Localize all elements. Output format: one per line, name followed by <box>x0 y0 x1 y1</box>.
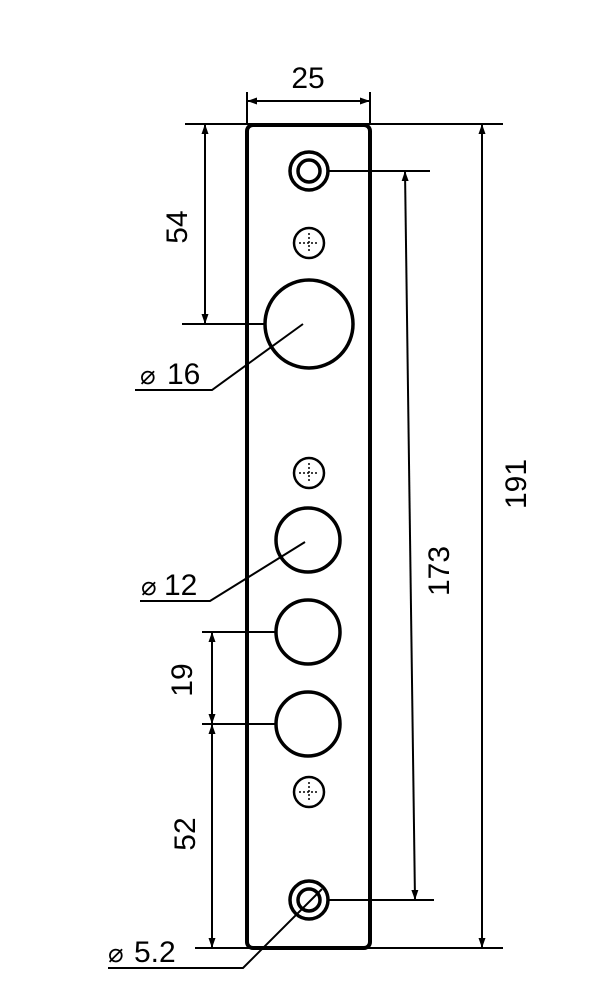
screw-marker-3 <box>292 775 326 809</box>
medium-hole-dia-label: 12 <box>164 569 197 602</box>
mounting-hole-dia-symbol: ⌀ <box>108 939 124 969</box>
medium-hole-leader <box>140 541 306 602</box>
mounting-hole-dia-label: 5.2 <box>134 936 176 969</box>
bottom-mounting-hole-inner <box>296 887 322 913</box>
mounting-hole-leader <box>108 888 323 969</box>
mount-dim-label: 173 <box>423 546 456 596</box>
large-hole-leader <box>135 323 304 391</box>
b52-dim-label: 52 <box>169 817 202 850</box>
sp19-dim-label: 19 <box>166 663 199 696</box>
medium-hole-2 <box>274 598 342 666</box>
top-mounting-hole-inner <box>296 158 322 184</box>
width-dim-label: 25 <box>291 62 324 95</box>
large-hole-dia-label: 16 <box>167 358 200 391</box>
screw-marker-1 <box>292 226 326 260</box>
top54-dim-label: 54 <box>161 210 194 243</box>
medium-hole-dia-symbol: ⌀ <box>141 572 157 602</box>
medium-hole-3 <box>274 690 342 758</box>
overall-dim-label: 191 <box>500 459 533 509</box>
screw-marker-2 <box>292 456 326 490</box>
medium-hole-1 <box>274 506 342 574</box>
mount-dim-line <box>401 170 419 901</box>
large-hole <box>263 278 355 370</box>
large-hole-dia-symbol: ⌀ <box>140 361 156 391</box>
